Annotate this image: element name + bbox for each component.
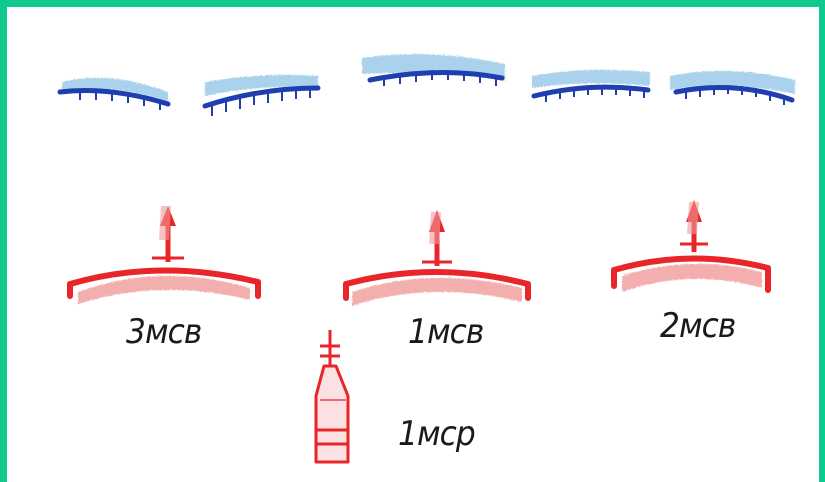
label-group-left: 3мсв — [126, 312, 201, 352]
reed-sign-right — [614, 200, 768, 292]
label-bottom-sign: 1мср — [398, 414, 475, 454]
water-stroke-3 — [362, 54, 505, 86]
water-strokes — [60, 54, 795, 116]
water-stroke-4 — [532, 70, 650, 102]
reed-sign-left — [70, 206, 258, 304]
water-stroke-2 — [205, 75, 318, 116]
label-group-middle: 1мсв — [408, 312, 483, 352]
label-group-right: 2мсв — [660, 306, 735, 346]
water-stroke-5 — [670, 71, 795, 105]
reed-sign-middle — [346, 210, 528, 306]
water-stroke-1 — [60, 78, 168, 110]
bottle-sign — [316, 330, 348, 462]
